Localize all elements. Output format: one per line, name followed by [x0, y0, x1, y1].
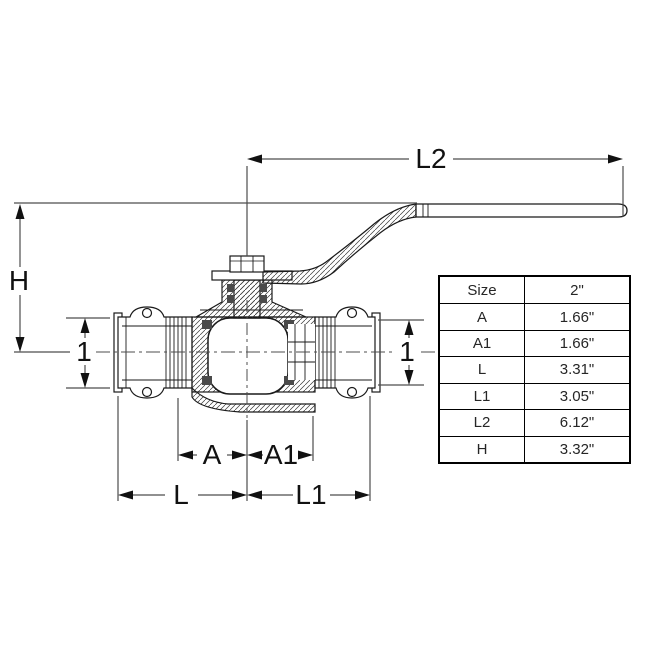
label-mask: [73, 338, 94, 365]
spec-label: L2: [440, 410, 525, 436]
handle: [262, 203, 628, 285]
ball: [207, 317, 289, 395]
left-oring-bottom: [141, 386, 153, 398]
valve-body: [113, 203, 628, 413]
dim-label-a1: A1: [264, 439, 298, 470]
spec-row-size: Size 2": [440, 277, 629, 304]
spec-table: Size 2" A 1.66" A1 1.66" L 3.31" L1 3.05…: [438, 275, 631, 464]
spec-value: 3.31": [559, 361, 595, 379]
spec-value: 2": [570, 281, 584, 299]
dim-label-h: H: [9, 265, 29, 296]
spec-label: L1: [440, 383, 525, 410]
dim-label-a: A: [203, 439, 222, 470]
stem-assembly: [211, 255, 293, 319]
spec-row-l: L 3.31": [440, 356, 629, 383]
handle-grip: [415, 203, 628, 218]
spec-row-l1: L1 3.05": [440, 382, 629, 410]
dim-label-l: L: [173, 479, 189, 510]
stem: [233, 279, 261, 319]
handle-lever: [262, 203, 417, 285]
spec-row-a1: A1 1.66": [440, 329, 629, 357]
spec-label: A1: [440, 330, 525, 357]
right-oring-bottom: [346, 386, 358, 398]
dimension-labels: L2 H 1 1 A A1 L L1: [9, 143, 447, 510]
label-mask: [396, 338, 417, 365]
spec-value: 1.66": [559, 335, 595, 353]
stem-nut: [229, 255, 265, 273]
spec-label: A: [440, 304, 525, 330]
dim-label-bore-right: 1: [399, 336, 415, 367]
spec-label: L: [440, 357, 525, 383]
spec-label: H: [440, 436, 525, 462]
spec-value: 1.66": [559, 308, 595, 326]
spec-row-l2: L2 6.12": [440, 409, 629, 436]
dim-label-l2: L2: [415, 143, 446, 174]
spec-row-h: H 3.32": [440, 435, 629, 462]
dim-label-l1: L1: [295, 479, 326, 510]
left-oring-top: [141, 307, 153, 319]
right-oring-top: [346, 307, 358, 319]
spec-value: 6.12": [559, 414, 595, 432]
spec-label: Size: [440, 277, 525, 304]
stem-packing: [227, 284, 267, 303]
dim-label-bore-left: 1: [76, 336, 92, 367]
spec-value: 3.05": [559, 387, 595, 405]
spec-value: 3.32": [559, 440, 595, 458]
body-bottom-band: [191, 386, 316, 413]
spec-row-a: A 1.66": [440, 303, 629, 330]
centerlines: [96, 300, 436, 418]
